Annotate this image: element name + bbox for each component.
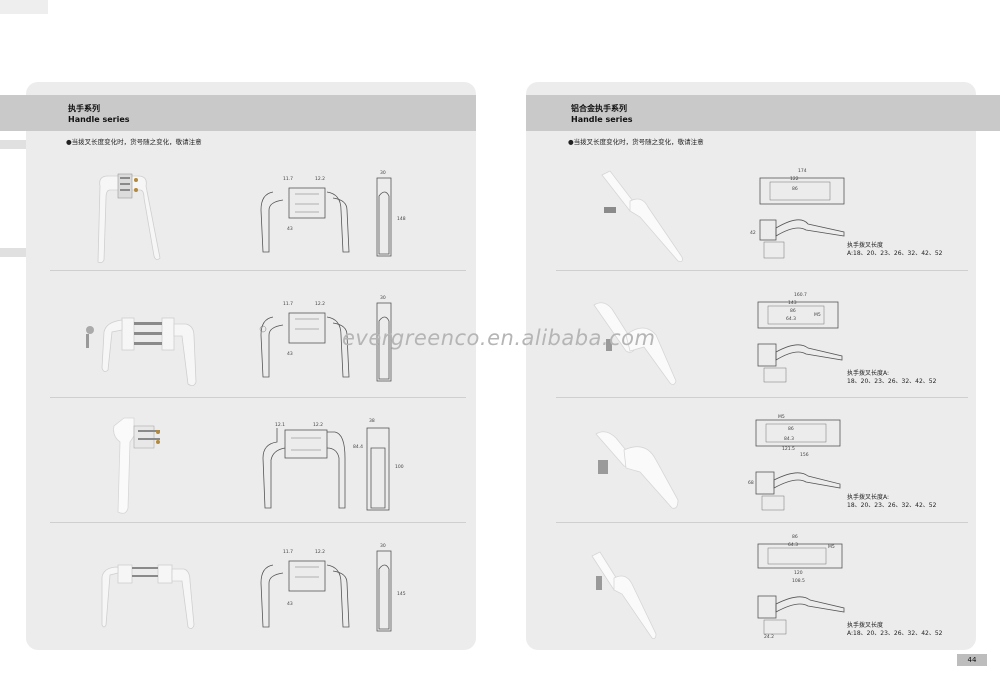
row-divider — [556, 522, 968, 523]
fork-length-spec-4: 执手拨叉长度 A:18、20、23、26、32、42、52 — [847, 622, 942, 638]
watermark: evergreenco.en.alibaba.com — [342, 326, 656, 350]
row-divider — [556, 397, 968, 398]
aluminum-drawing-4: 86 64.3 120 108.5 M5 24.2 — [757, 534, 845, 640]
dimension-label: 11.7 — [283, 176, 293, 182]
row-divider — [50, 270, 466, 271]
dimension-label: 156 — [800, 452, 809, 458]
row-divider — [50, 397, 466, 398]
right-section-title-cn: 铝合金执手系列 — [571, 104, 627, 113]
spec-label: 执手拨叉长度A: — [847, 494, 890, 501]
spec-values: A:18、20、23、26、32、42、52 — [847, 250, 943, 257]
dimension-label: 148 — [397, 216, 406, 222]
dimension-label: 86 — [788, 426, 794, 432]
dimension-label: 86 — [792, 534, 798, 540]
dimension-label: 12.2 — [313, 422, 323, 428]
spec-values: A:18、20、23、26、32、42、52 — [847, 630, 943, 637]
dimension-label: 24.2 — [764, 634, 774, 640]
dimension-label: 121.5 — [782, 446, 795, 452]
dimension-label: 12.2 — [315, 301, 325, 307]
dimension-label: 122 — [790, 176, 799, 182]
dimension-label: 42 — [750, 230, 756, 236]
fork-length-spec-2: 执手拨叉长度A: 18、20、23、26、32、42、52 — [847, 370, 936, 386]
dimension-label: 143 — [788, 300, 797, 306]
right-header-band — [526, 95, 1000, 131]
dimension-label: 86 — [792, 186, 798, 192]
aluminum-drawing-2: 160.7 143 86 64.3 M5 — [757, 292, 843, 383]
spec-label: 执手拨叉长度A: — [847, 370, 890, 377]
dimension-label: 11.7 — [283, 549, 293, 555]
aluminum-drawing-1: 174 122 86 42 — [750, 168, 845, 259]
row-divider — [50, 522, 466, 523]
left-section-title-cn: 执手系列 — [68, 104, 100, 113]
handle-drawing-4: 11.7 12.2 30 43 145 — [260, 543, 406, 632]
dimension-label: M5 — [828, 544, 835, 550]
right-note: ●当拨叉长度变化时，货号随之变化，敬请注意 — [568, 138, 704, 146]
dimension-label: 84.4 — [353, 444, 363, 450]
handle-photo-1 — [97, 173, 161, 264]
dimension-label: 64.3 — [788, 542, 798, 548]
dimension-label: 145 — [397, 591, 406, 597]
dimension-label: 12.1 — [275, 422, 285, 428]
dimension-label: 43 — [287, 226, 293, 232]
spec-values: 18、20、23、26、32、42、52 — [847, 502, 937, 509]
left-section-title-en: Handle series — [68, 115, 130, 124]
dimension-label: 30 — [380, 170, 386, 176]
dimension-label: 38 — [369, 418, 375, 424]
left-header-band — [0, 95, 476, 131]
dimension-label: M5 — [778, 414, 785, 420]
dimension-label: 160.7 — [794, 292, 807, 298]
dimension-label: 174 — [798, 168, 807, 174]
aluminum-drawing-3: M5 86 84.3 121.5 156 68 — [748, 414, 841, 511]
dimension-label: 64.3 — [786, 316, 796, 322]
aluminum-handle-photo-3 — [595, 431, 679, 509]
aluminum-handle-photo-4 — [591, 551, 657, 639]
spec-values: 18、20、23、26、32、42、52 — [847, 378, 937, 385]
dimension-label: 84.3 — [784, 436, 794, 442]
spec-label: 执手拨叉长度 — [847, 622, 884, 629]
page-number: 44 — [957, 654, 987, 666]
side-tab — [0, 140, 26, 149]
handle-photo-3 — [113, 417, 160, 514]
handle-drawing-1: 11.7 12.2 30 43 148 — [260, 170, 406, 257]
dimension-label: 100 — [395, 464, 404, 470]
side-tab — [0, 248, 26, 257]
handle-photo-4 — [101, 564, 195, 629]
dimension-label: 108.5 — [792, 578, 805, 584]
dimension-label: M5 — [814, 312, 821, 318]
row-divider — [556, 270, 968, 271]
handle-drawing-3: 12.1 12.2 38 84.4 100 — [262, 418, 404, 511]
aluminum-handle-photo-1 — [601, 170, 683, 262]
dimension-label: 43 — [287, 351, 293, 357]
aluminum-handle-photo-2 — [593, 302, 677, 385]
fork-length-spec-3: 执手拨叉长度A: 18、20、23、26、32、42、52 — [847, 494, 936, 510]
dimension-label: 120 — [794, 570, 803, 576]
dimension-label: 30 — [380, 543, 386, 549]
dimension-label: 11.7 — [283, 301, 293, 307]
handle-photo-2 — [86, 317, 197, 386]
dimension-label: 30 — [380, 295, 386, 301]
spec-label: 执手拨叉长度 — [847, 242, 884, 249]
right-section-title-en: Handle series — [571, 115, 633, 124]
handle-drawing-2: 11.7 12.2 30 43 — [259, 295, 392, 382]
dimension-label: 68 — [748, 480, 754, 486]
left-catalog-panel — [26, 82, 476, 650]
left-note: ●当拨叉长度变化时，货号随之变化，敬请注意 — [66, 138, 202, 146]
dimension-label: 12.2 — [315, 549, 325, 555]
fork-length-spec-1: 执手拨叉长度 A:18、20、23、26、32、42、52 — [847, 242, 942, 258]
corner-tab — [0, 0, 48, 14]
dimension-label: 43 — [287, 601, 293, 607]
dimension-label: 12.2 — [315, 176, 325, 182]
dimension-label: 86 — [790, 308, 796, 314]
